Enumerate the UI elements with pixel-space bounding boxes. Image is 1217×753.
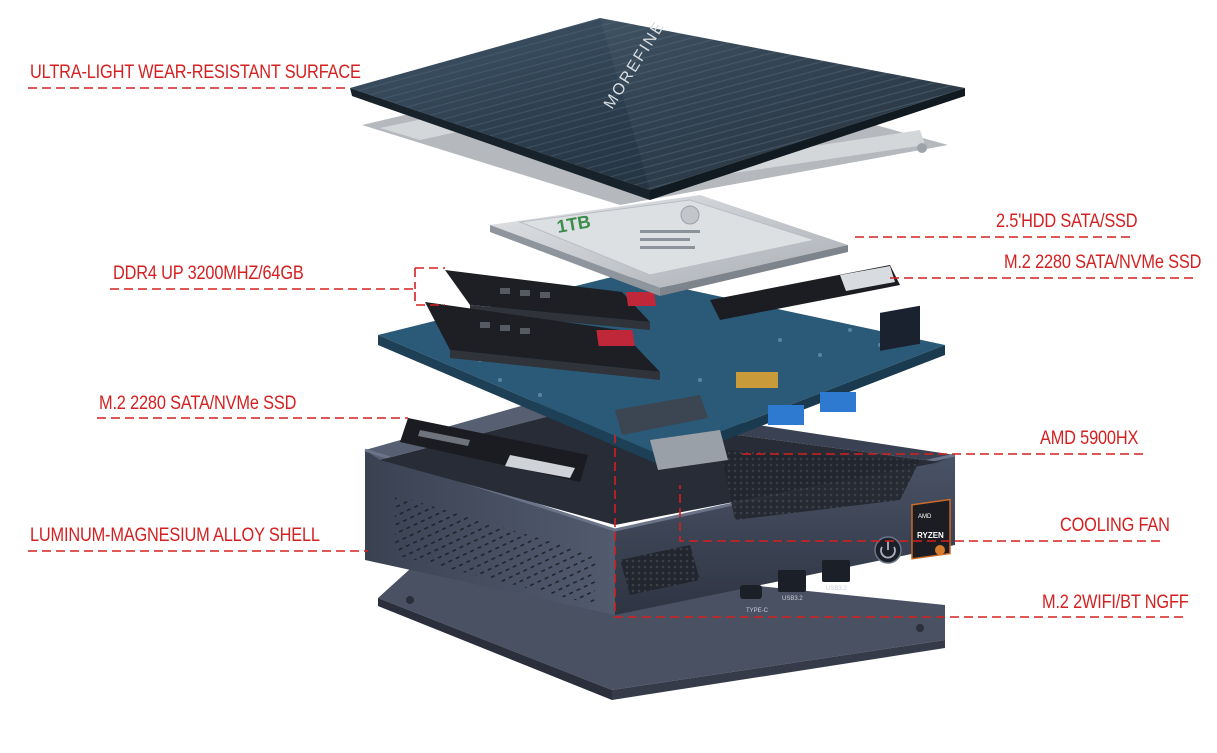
callout-surface: ULTRA-LIGHT WEAR-RESISTANT SURFACE [30, 62, 361, 83]
callout-m2-left: M.2 2280 SATA/NVMe SSD [99, 393, 297, 414]
hdd-drive: 1TB [490, 195, 848, 296]
ryzen-sticker-brand: AMD [918, 514, 932, 520]
port-label-usb-left: USB3.2 [782, 596, 803, 602]
leader-wifi [614, 435, 1183, 618]
callout-m2-right: M.2 2280 SATA/NVMe SSD [1004, 252, 1202, 273]
ryzen-sticker-series: RYZEN [917, 531, 944, 540]
callout-fan: COOLING FAN [1060, 515, 1170, 536]
leader-fan [679, 485, 1160, 542]
port-label-usb-right: USB3.2 [826, 586, 847, 592]
m2-ssd-left [400, 418, 588, 482]
leader-lines [28, 87, 1195, 618]
callout-hdd: 2.5'HDD SATA/SSD [996, 211, 1138, 232]
leader-ddr4 [110, 288, 445, 306]
ram-module-top [445, 270, 657, 330]
lid-top-cover: MOREFINE [350, 18, 965, 200]
callout-ddr4: DDR4 UP 3200MHZ/64GB [113, 263, 304, 284]
ram-module-bottom [425, 302, 660, 380]
callout-cpu: AMD 5900HX [1040, 428, 1139, 449]
ryzen-sticker: AMD RYZEN [911, 498, 951, 560]
callout-shell: LUMINUM-MAGNESIUM ALLOY SHELL [30, 525, 320, 546]
port-label-type-c: TYPE-C [746, 608, 769, 614]
callout-wifi: M.2 2WIFI/BT NGFF [1042, 592, 1189, 613]
